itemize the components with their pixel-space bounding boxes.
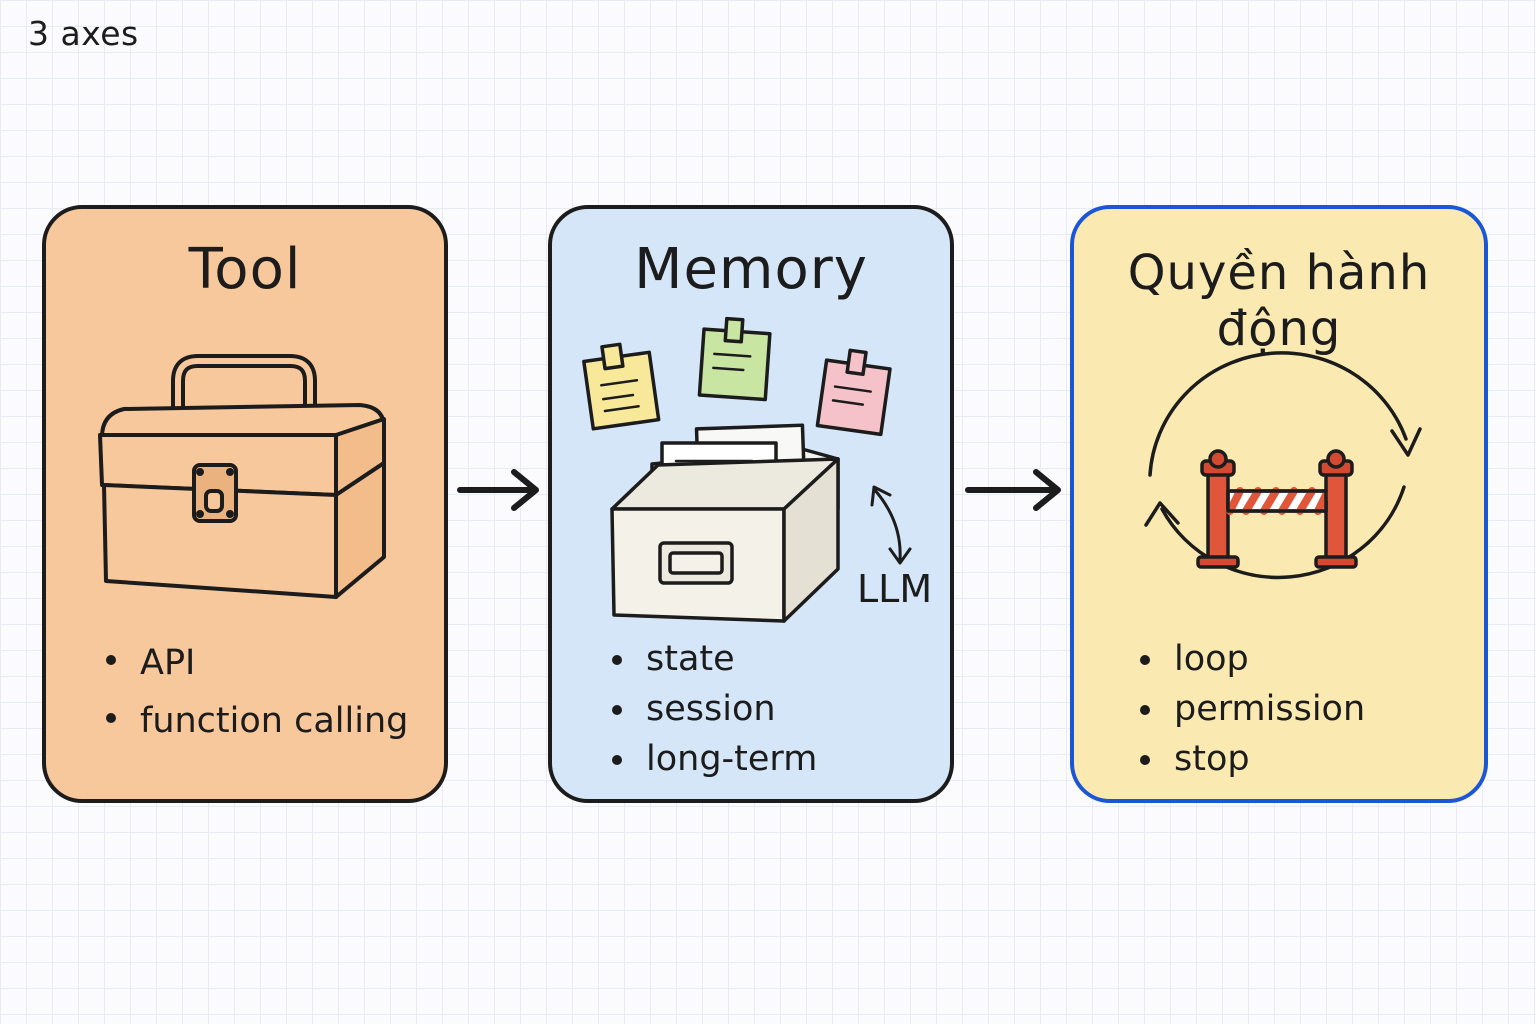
llm-label: LLM	[857, 567, 933, 611]
list-item: permission	[1136, 684, 1365, 734]
list-item: stop	[1136, 734, 1365, 784]
memory-panel-title: Memory	[634, 237, 868, 302]
tool-bullet-list: API function calling	[102, 634, 408, 750]
toolbox-icon	[98, 354, 386, 599]
memory-panel: Memory	[548, 205, 954, 803]
memory-bullet-list: state session long-term	[608, 634, 817, 784]
permission-panel-title: Quyền hành động	[1127, 245, 1431, 357]
list-item: loop	[1136, 634, 1365, 684]
tool-panel-title: Tool	[188, 237, 302, 302]
file-box-icon	[582, 316, 912, 623]
tool-panel: Tool API function calling	[42, 205, 448, 803]
right-arrow-icon	[965, 469, 1061, 511]
right-arrow-icon	[457, 469, 539, 511]
list-item: function calling	[102, 692, 408, 750]
list-item: API	[102, 634, 408, 692]
permission-bullet-list: loop permission stop	[1136, 634, 1365, 784]
list-item: long-term	[608, 734, 817, 784]
list-item: state	[608, 634, 817, 684]
loop-barrier-icon	[1144, 351, 1422, 580]
permission-panel: Quyền hành động loop permission stop	[1070, 205, 1488, 803]
diagram-heading: 3 axes	[28, 14, 139, 53]
list-item: session	[608, 684, 817, 734]
